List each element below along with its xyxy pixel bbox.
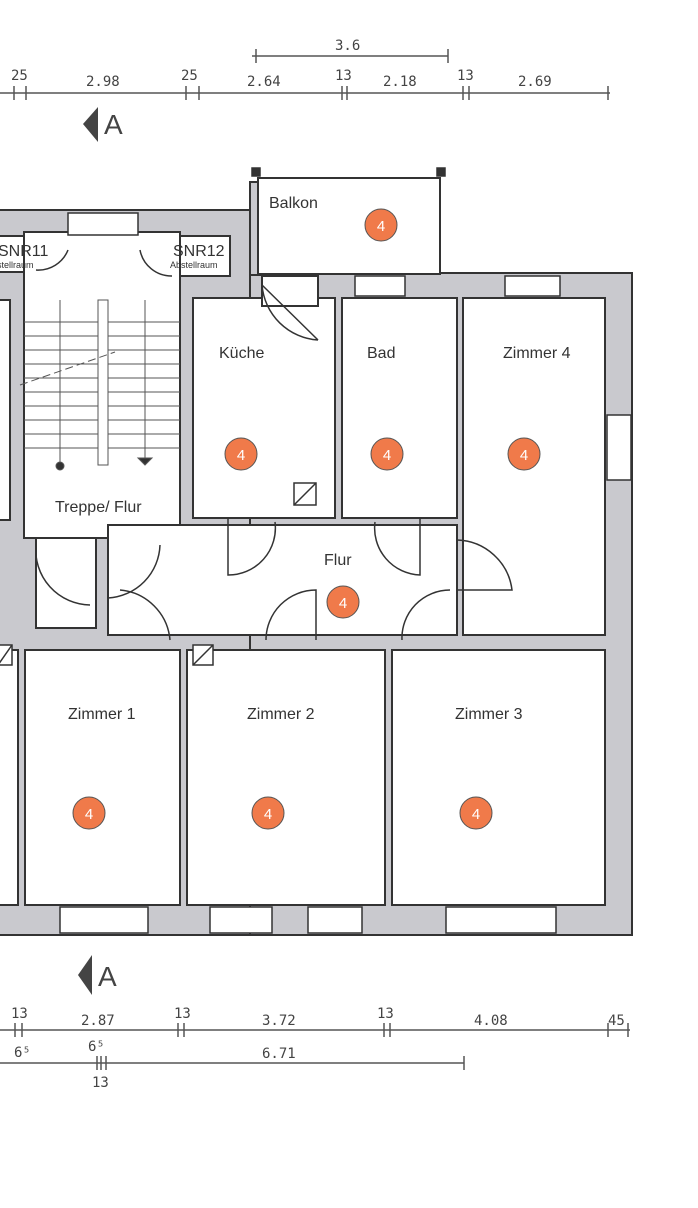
label-zimmer2: Zimmer 2 (247, 706, 315, 723)
svg-text:A: A (98, 961, 117, 992)
label-snr11: SNR11 (0, 243, 48, 260)
section-marker-bottom: A (78, 955, 117, 995)
label-treppe: Treppe/ Flur (55, 499, 142, 516)
svg-text:A: A (104, 109, 123, 140)
svg-text:4: 4 (383, 447, 391, 464)
dim-bottom-5: 13 (377, 1006, 394, 1022)
staircase (19, 299, 180, 471)
badge-zimmer3: 4 (459, 796, 493, 830)
dim-bottom-sub2: 6⁵ (88, 1039, 105, 1055)
badge-zimmer2: 4 (251, 796, 285, 830)
rooms (0, 177, 606, 906)
dim-top-upper: 3.6 (335, 38, 360, 54)
dim-top-5: 13 (335, 68, 352, 84)
label-zimmer3: Zimmer 3 (455, 706, 523, 723)
dim-top-2: 2.98 (86, 74, 120, 90)
svg-text:4: 4 (520, 447, 528, 464)
label-flur: Flur (324, 552, 352, 569)
room-zimmer1 (24, 649, 181, 906)
dim-bottom-6: 4.08 (474, 1013, 508, 1029)
badge-zimmer1: 4 (72, 796, 106, 830)
badge-zimmer4: 4 (507, 437, 541, 471)
bottom-dimension-lines: 13 2.87 13 3.72 13 4.08 45 6⁵ 6⁵ 6.71 13 (0, 1006, 630, 1091)
room-kueche (192, 297, 336, 519)
dim-bottom-sub3: 6.71 (262, 1046, 296, 1062)
doors (35, 249, 513, 641)
room-flur (107, 524, 458, 636)
badge-bad: 4 (370, 437, 404, 471)
dim-bottom-sub1: 6⁵ (14, 1045, 31, 1061)
room-snr12 (171, 235, 231, 277)
label-bad: Bad (367, 345, 395, 362)
svg-text:4: 4 (237, 447, 245, 464)
dim-bottom-sub4: 13 (92, 1075, 109, 1091)
windows (59, 167, 632, 934)
dim-bottom-4: 3.72 (262, 1013, 296, 1029)
svg-text:4: 4 (85, 806, 93, 823)
top-dimension-lines: 3.6 25 2.98 25 2.64 13 2.18 13 2.69 (0, 38, 610, 100)
svg-text:4: 4 (377, 218, 385, 235)
room-treppe (23, 231, 181, 539)
dim-top-4: 2.64 (247, 74, 281, 90)
room-balkon (257, 177, 441, 275)
dim-top-1: 25 (11, 68, 28, 84)
dim-top-8: 2.69 (518, 74, 552, 90)
dim-top-7: 13 (457, 68, 474, 84)
label-abstellraum-11: Abstellraum (0, 260, 34, 270)
room-bad (341, 297, 458, 519)
badge-kueche: 4 (224, 437, 258, 471)
dim-top-3: 25 (181, 68, 198, 84)
svg-text:4: 4 (264, 806, 272, 823)
dim-bottom-2: 2.87 (81, 1013, 115, 1029)
label-abstellraum-12: Abstellraum (170, 260, 218, 270)
label-snr12: SNR12 (173, 243, 225, 260)
dim-bottom-7: 45 (608, 1013, 625, 1029)
section-marker-top: A (83, 107, 123, 142)
label-zimmer4: Zimmer 4 (503, 345, 571, 362)
badge-balkon: 4 (364, 208, 398, 242)
room-zimmer3 (391, 649, 606, 906)
shafts (0, 482, 317, 666)
dim-bottom-3: 13 (174, 1006, 191, 1022)
label-kueche: Küche (219, 345, 264, 362)
label-balkon: Balkon (269, 195, 318, 212)
svg-text:4: 4 (472, 806, 480, 823)
badge-flur: 4 (326, 585, 360, 619)
room-badges: 4 4 4 4 4 4 4 4 (72, 208, 541, 830)
room-zimmer2 (186, 649, 386, 906)
label-zimmer1: Zimmer 1 (68, 706, 136, 723)
dim-top-6: 2.18 (383, 74, 417, 90)
svg-text:4: 4 (339, 595, 347, 612)
dim-bottom-1: 13 (11, 1006, 28, 1022)
